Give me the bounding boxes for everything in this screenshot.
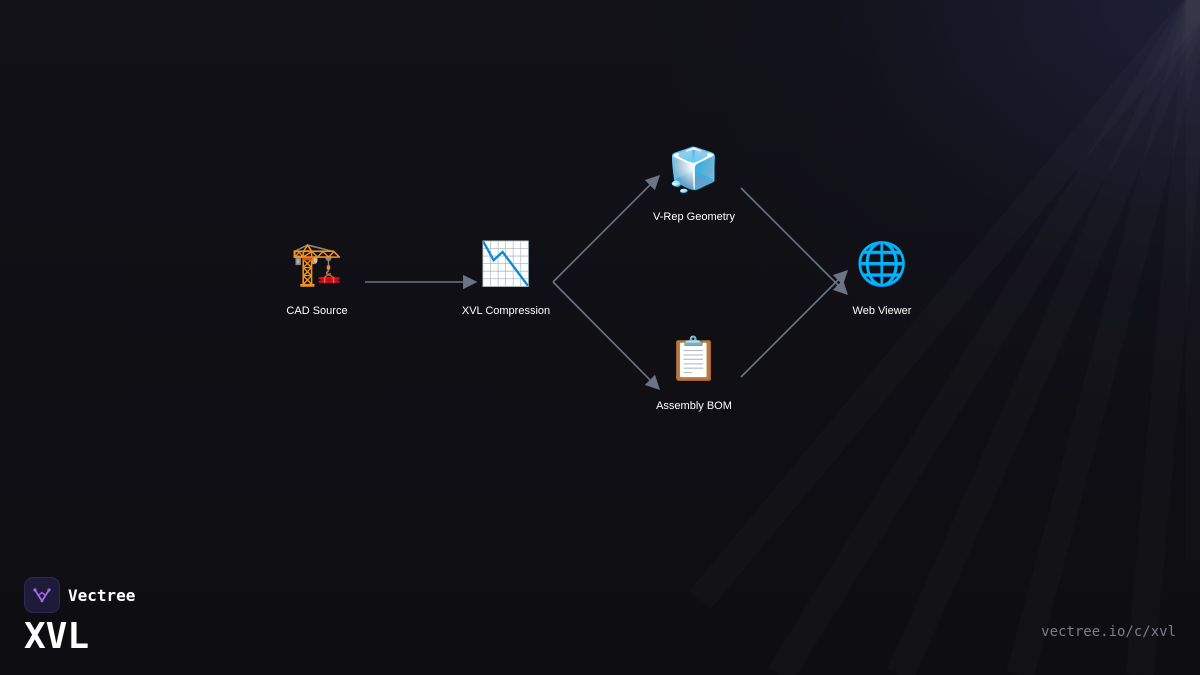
- edge-bom-to-web: [740, 269, 849, 378]
- edge-xvl-to-vrep: [552, 174, 661, 283]
- edge-xvl-to-bom: [552, 281, 661, 391]
- node-web-viewer: 🌐 Web Viewer: [812, 239, 952, 317]
- globe-icon: 🌐: [855, 239, 909, 288]
- vectree-logo-icon: [24, 577, 60, 613]
- chart-decreasing-icon: 📉: [479, 239, 533, 288]
- brand-name: Vectree: [68, 585, 136, 605]
- edge-vrep-to-web: [740, 187, 849, 296]
- node-vrep-geometry: 🧊 V-Rep Geometry: [624, 145, 764, 223]
- node-label: Assembly BOM: [656, 400, 732, 412]
- node-assembly-bom: 📋 Assembly BOM: [624, 334, 764, 412]
- node-label: Web Viewer: [852, 305, 912, 317]
- construction-crane-icon: 🏗️: [290, 239, 344, 288]
- node-label: CAD Source: [286, 305, 348, 317]
- ice-cube-icon: 🧊: [667, 145, 721, 194]
- node-xvl-compression: 📉 XVL Compression: [436, 239, 576, 317]
- product-title: XVL: [24, 616, 90, 657]
- node-label: V-Rep Geometry: [653, 211, 735, 223]
- footer-url[interactable]: vectree.io/c/xvl: [1041, 624, 1176, 640]
- node-cad-source: 🏗️ CAD Source: [247, 239, 387, 317]
- node-label: XVL Compression: [461, 305, 551, 317]
- brand-block: Vectree XVL: [24, 577, 135, 657]
- clipboard-icon: 📋: [667, 334, 721, 383]
